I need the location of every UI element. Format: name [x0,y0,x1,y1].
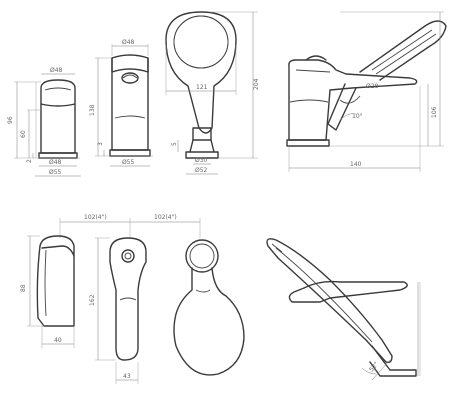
mixer-front-dims: Ø48 96 60 2 Ø48 Ø55 [7,67,81,177]
dim-d30: Ø30 [195,157,208,164]
dim-h106: 106 [431,106,438,118]
dim-a10: 10° [352,113,363,120]
dim-h3: 3 [97,142,104,146]
spout-side-view [286,55,418,147]
spout-front-view [109,54,151,157]
hand-shower-side-bottom: 52° [266,238,421,381]
dim-h5: 5 [171,142,178,146]
hand-shower-front-view [165,11,237,159]
dim-d55-spout: Ø55 [122,159,135,166]
dim-h2: 2 [26,159,33,163]
dim-h138: 138 [89,104,96,116]
hand-shower-dims: 121 204 5 Ø30 Ø52 [165,11,260,175]
dim-h162: 162 [89,294,96,306]
dim-d48-cap: Ø48 [122,39,135,46]
spacing-dims: 102(4") 102(4") [59,214,201,238]
spout-front-dims: Ø48 138 3 Ø55 [89,39,153,167]
dim-h88: 88 [20,284,27,292]
dim-w140: 140 [350,161,362,168]
dim-w43: 43 [123,373,131,380]
dim-d48-base: Ø48 [49,159,62,166]
dim-h60: 60 [20,130,27,138]
dim-h96: 96 [7,116,14,124]
dim-d48-top: Ø48 [50,67,63,74]
side-view-top-dims: 106 Ø28 10° 140 [288,11,444,172]
dim-s102b: 102(4") [154,214,177,221]
mixer-front-view [35,79,78,159]
dim-w40: 40 [54,337,62,344]
dim-h204: 204 [253,78,260,90]
hand-shower-side-view [327,20,447,131]
dim-d52: Ø52 [195,167,208,174]
dim-d55-base: Ø55 [49,169,62,176]
mixer-side-view: 88 40 [20,235,75,348]
dim-d28: Ø28 [366,83,379,90]
spout-bottom-view: 162 43 [89,237,147,384]
hand-shower-bottom-view [173,239,245,376]
dim-w121: 121 [196,84,208,91]
dim-s102a: 102(4") [84,214,107,221]
